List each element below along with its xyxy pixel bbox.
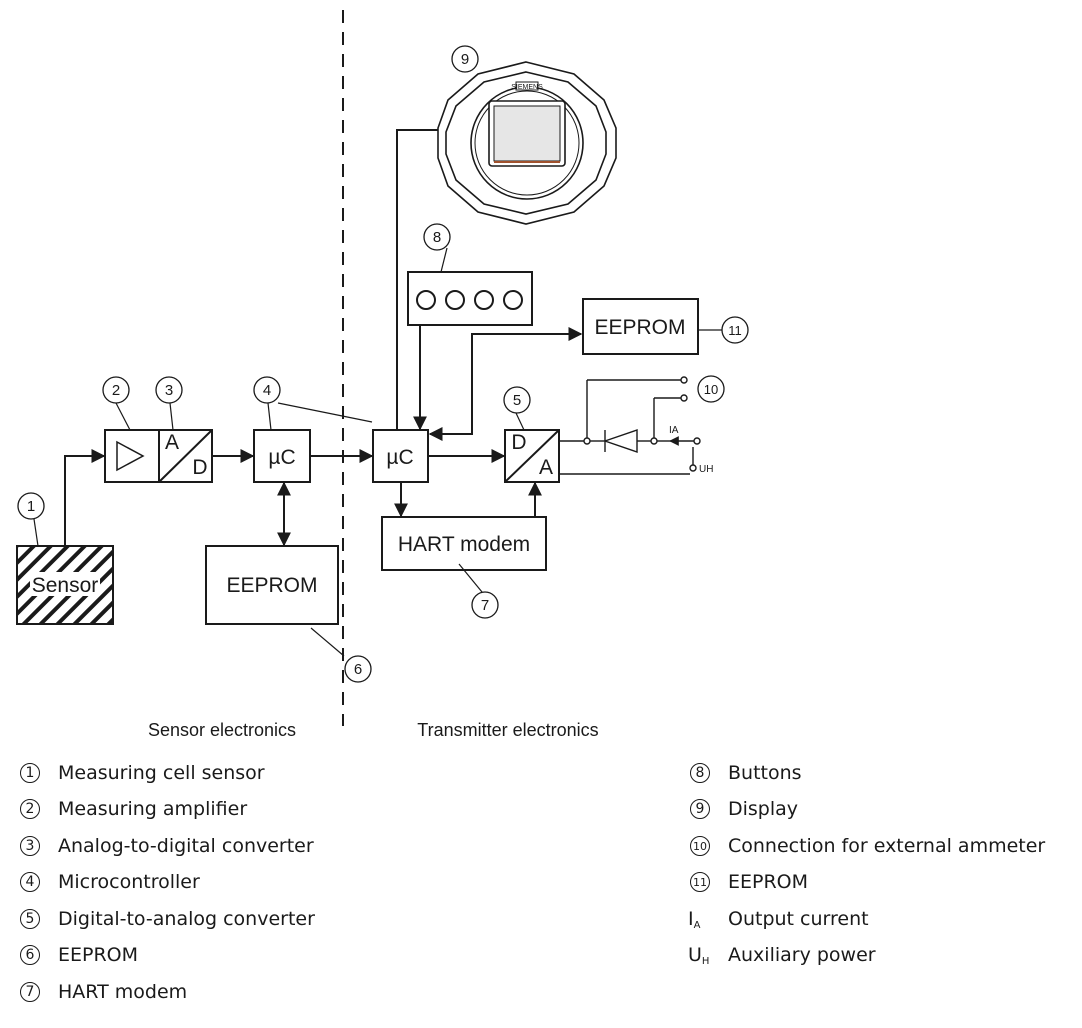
legend-number: 10	[690, 836, 710, 856]
output-circuit	[559, 376, 701, 475]
legend-item: 7 HART modem	[18, 979, 187, 1005]
callout-6: 6	[354, 661, 362, 678]
sensor-electronics-label: Sensor electronics	[148, 720, 296, 740]
callout-5: 5	[513, 392, 521, 409]
callout-4: 4	[263, 382, 271, 399]
sensor-label: Sensor	[32, 574, 99, 597]
legend-item: 6 EEPROM	[18, 942, 138, 968]
hart-modem-label: HART modem	[398, 533, 530, 556]
legend-number: 2	[20, 799, 40, 819]
legend-text: Measuring amplifier	[58, 798, 248, 820]
legend-text: Auxiliary power	[728, 944, 876, 966]
legend-item: 9 Display	[688, 796, 798, 822]
legend-item: 5 Digital-to-analog converter	[18, 906, 315, 932]
legend-text: Analog-to-digital converter	[58, 835, 314, 857]
legend-text: Buttons	[728, 762, 802, 784]
legend-text: Connection for external ammeter	[728, 835, 1046, 857]
legend-item: UH Auxiliary power	[688, 942, 876, 968]
ia-terminal-label: IA	[669, 425, 679, 436]
callout-8: 8	[433, 229, 441, 246]
callout-11: 11	[728, 323, 742, 338]
display-device	[437, 61, 617, 225]
amplifier-triangle	[116, 440, 145, 472]
legend-number: 3	[20, 836, 40, 856]
display-brand: SIEMENS	[511, 84, 543, 91]
button-circle	[474, 290, 494, 310]
amplifier-block	[104, 429, 160, 483]
uh-terminal-label: UH	[699, 464, 713, 475]
legend-item: 8 Buttons	[688, 760, 802, 786]
eeprom-transmitter-block	[582, 298, 699, 355]
legend-number: 11	[690, 872, 710, 892]
output-current-symbol: IA	[688, 907, 701, 931]
legend-text: Output current	[728, 908, 869, 930]
legend-number: 6	[20, 945, 40, 965]
legend-number: 9	[690, 799, 710, 819]
dac-a-label: A	[539, 456, 553, 479]
adc-d-label: D	[192, 456, 207, 479]
legend-text: EEPROM	[58, 944, 139, 966]
dac-d-label: D	[511, 431, 526, 454]
uc-sensor-label: µC	[268, 446, 295, 469]
uc-eeprom-bus-line	[428, 327, 583, 441]
adc-a-label: A	[165, 431, 179, 454]
legend-number: 8	[690, 763, 710, 783]
legend-number: 4	[20, 872, 40, 892]
legend-number: 1	[20, 763, 40, 783]
legend-text: Digital-to-analog converter	[58, 908, 315, 930]
legend-text: HART modem	[58, 981, 188, 1003]
legend-item: IA Output current	[688, 906, 869, 932]
callout-2: 2	[112, 382, 120, 399]
block-diagram: Sensor A D µC EEPROM µC D A HART modem E…	[16, 10, 749, 740]
legend-item: 4 Microcontroller	[18, 869, 200, 895]
transmitter-electronics-label: Transmitter electronics	[417, 720, 598, 740]
button-circle	[416, 290, 436, 310]
legend-item: 1 Measuring cell sensor	[18, 760, 265, 786]
legend-left: 1 Measuring cell sensor 2 Measuring ampl…	[18, 760, 438, 1028]
sensor-to-amplifier-line	[64, 449, 106, 546]
legend-item: 2 Measuring amplifier	[18, 796, 247, 822]
legend-right: 8 Buttons 9 Display 10 Connection for ex…	[688, 760, 1078, 967]
buttons-block	[407, 271, 533, 326]
legend-text: Microcontroller	[58, 871, 200, 893]
eeprom-sensor-block	[205, 545, 339, 625]
legend-item: 10 Connection for external ammeter	[688, 833, 1045, 859]
uc-transmitter-label: µC	[386, 446, 413, 469]
legend-text: Display	[728, 798, 799, 820]
eeprom-sensor-label: EEPROM	[226, 574, 317, 597]
legend-item: 11 EEPROM	[688, 869, 808, 895]
callout-3: 3	[165, 382, 173, 399]
legend-number: 5	[20, 909, 40, 929]
auxiliary-power-symbol: UH	[688, 943, 710, 967]
callout-1: 1	[27, 498, 35, 515]
callout-10: 10	[704, 382, 718, 397]
legend-text: EEPROM	[728, 871, 809, 893]
legend-text: Measuring cell sensor	[58, 762, 265, 784]
callout-9: 9	[461, 51, 469, 68]
eeprom-transmitter-label: EEPROM	[594, 316, 685, 339]
callout-7: 7	[481, 597, 489, 614]
legend-item: 3 Analog-to-digital converter	[18, 833, 314, 859]
button-circle	[445, 290, 465, 310]
button-circle	[503, 290, 523, 310]
legend-number: 7	[20, 982, 40, 1002]
